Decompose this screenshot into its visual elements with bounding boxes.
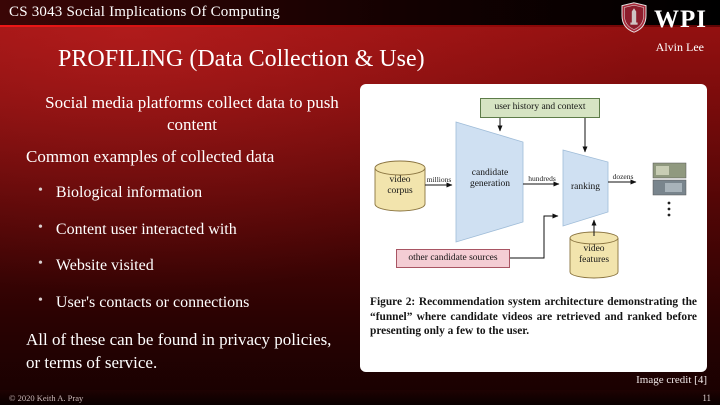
recommendation-diagram: user history and context other candidate… <box>370 92 697 288</box>
copyright-text: © 2020 Keith A. Pray <box>9 392 84 403</box>
video-thumbnail-detail <box>665 183 682 192</box>
node-video-features-label: video features <box>578 244 610 265</box>
ellipsis-dot <box>667 201 671 205</box>
node-video-corpus-label: video corpus <box>387 175 413 196</box>
arrow-other-sources-to-ranking <box>510 213 559 259</box>
bullet-list: • Biological information • Content user … <box>26 182 358 313</box>
node-candidate-generation-label: candidate generation <box>469 168 511 189</box>
figure-caption-text: Recommendation system architecture demon… <box>370 296 697 338</box>
ranking-shape <box>562 149 609 227</box>
figure-caption: Figure 2: Recommendation system architec… <box>370 295 697 339</box>
diagram-shapes <box>374 118 687 279</box>
wpi-logo-text: WPI <box>654 6 707 33</box>
footer-bar: © 2020 Keith A. Pray 11 <box>0 390 720 405</box>
course-title: CS 3043 Social Implications Of Computing <box>9 4 280 20</box>
page-number: 11 <box>702 392 711 403</box>
video-corpus-cylinder-top <box>374 160 426 176</box>
closing-text: All of these can be found in privacy pol… <box>26 329 332 372</box>
bullet-glyph: • <box>38 292 43 308</box>
flow-label-millions: millions <box>426 175 452 184</box>
wpi-shield-icon <box>621 2 647 38</box>
wpi-logo: WPI <box>621 2 707 38</box>
bullet-glyph: • <box>38 256 43 272</box>
image-credit: Image credit [4] <box>636 374 707 386</box>
ellipsis-dot <box>667 213 671 217</box>
list-item: • Biological information <box>32 182 358 204</box>
candidate-generation-shape <box>455 121 524 243</box>
figure-card: user history and context other candidate… <box>360 84 707 372</box>
node-ranking-label: ranking <box>570 182 601 192</box>
list-item: • Content user interacted with <box>32 219 358 241</box>
slide-body-text: Social media platforms collect data to p… <box>26 92 358 374</box>
video-corpus-cylinder <box>374 168 426 212</box>
presenter-name: Alvin Lee <box>655 40 704 54</box>
bullet-text: Content user interacted with <box>55 220 237 238</box>
node-other-candidate-sources: other candidate sources <box>396 249 510 268</box>
list-item: • Website visited <box>32 255 358 277</box>
flow-label-hundreds: hundreds <box>528 174 556 183</box>
flow-label-dozens: dozens <box>612 172 634 181</box>
examples-heading: Common examples of collected data <box>26 147 275 167</box>
figure-caption-tag: Figure 2: <box>370 296 416 308</box>
header-bar: CS 3043 Social Implications Of Computing <box>0 0 720 25</box>
bullet-glyph: • <box>38 183 43 199</box>
bullet-text: Biological information <box>55 184 203 202</box>
bullet-text: User's contacts or connections <box>55 293 250 311</box>
bullet-text: Website visited <box>55 257 154 275</box>
lead-text: Social media platforms collect data to p… <box>45 93 339 135</box>
page-title: PROFILING (Data Collection & Use) <box>58 46 425 72</box>
video-thumbnail-detail <box>656 166 669 175</box>
list-item: • User's contacts or connections <box>32 292 358 314</box>
node-user-history: user history and context <box>480 98 600 118</box>
red-divider-line <box>0 25 720 27</box>
video-features-cylinder <box>569 238 619 279</box>
bullet-glyph: • <box>38 219 43 235</box>
ellipsis-dot <box>667 207 671 211</box>
